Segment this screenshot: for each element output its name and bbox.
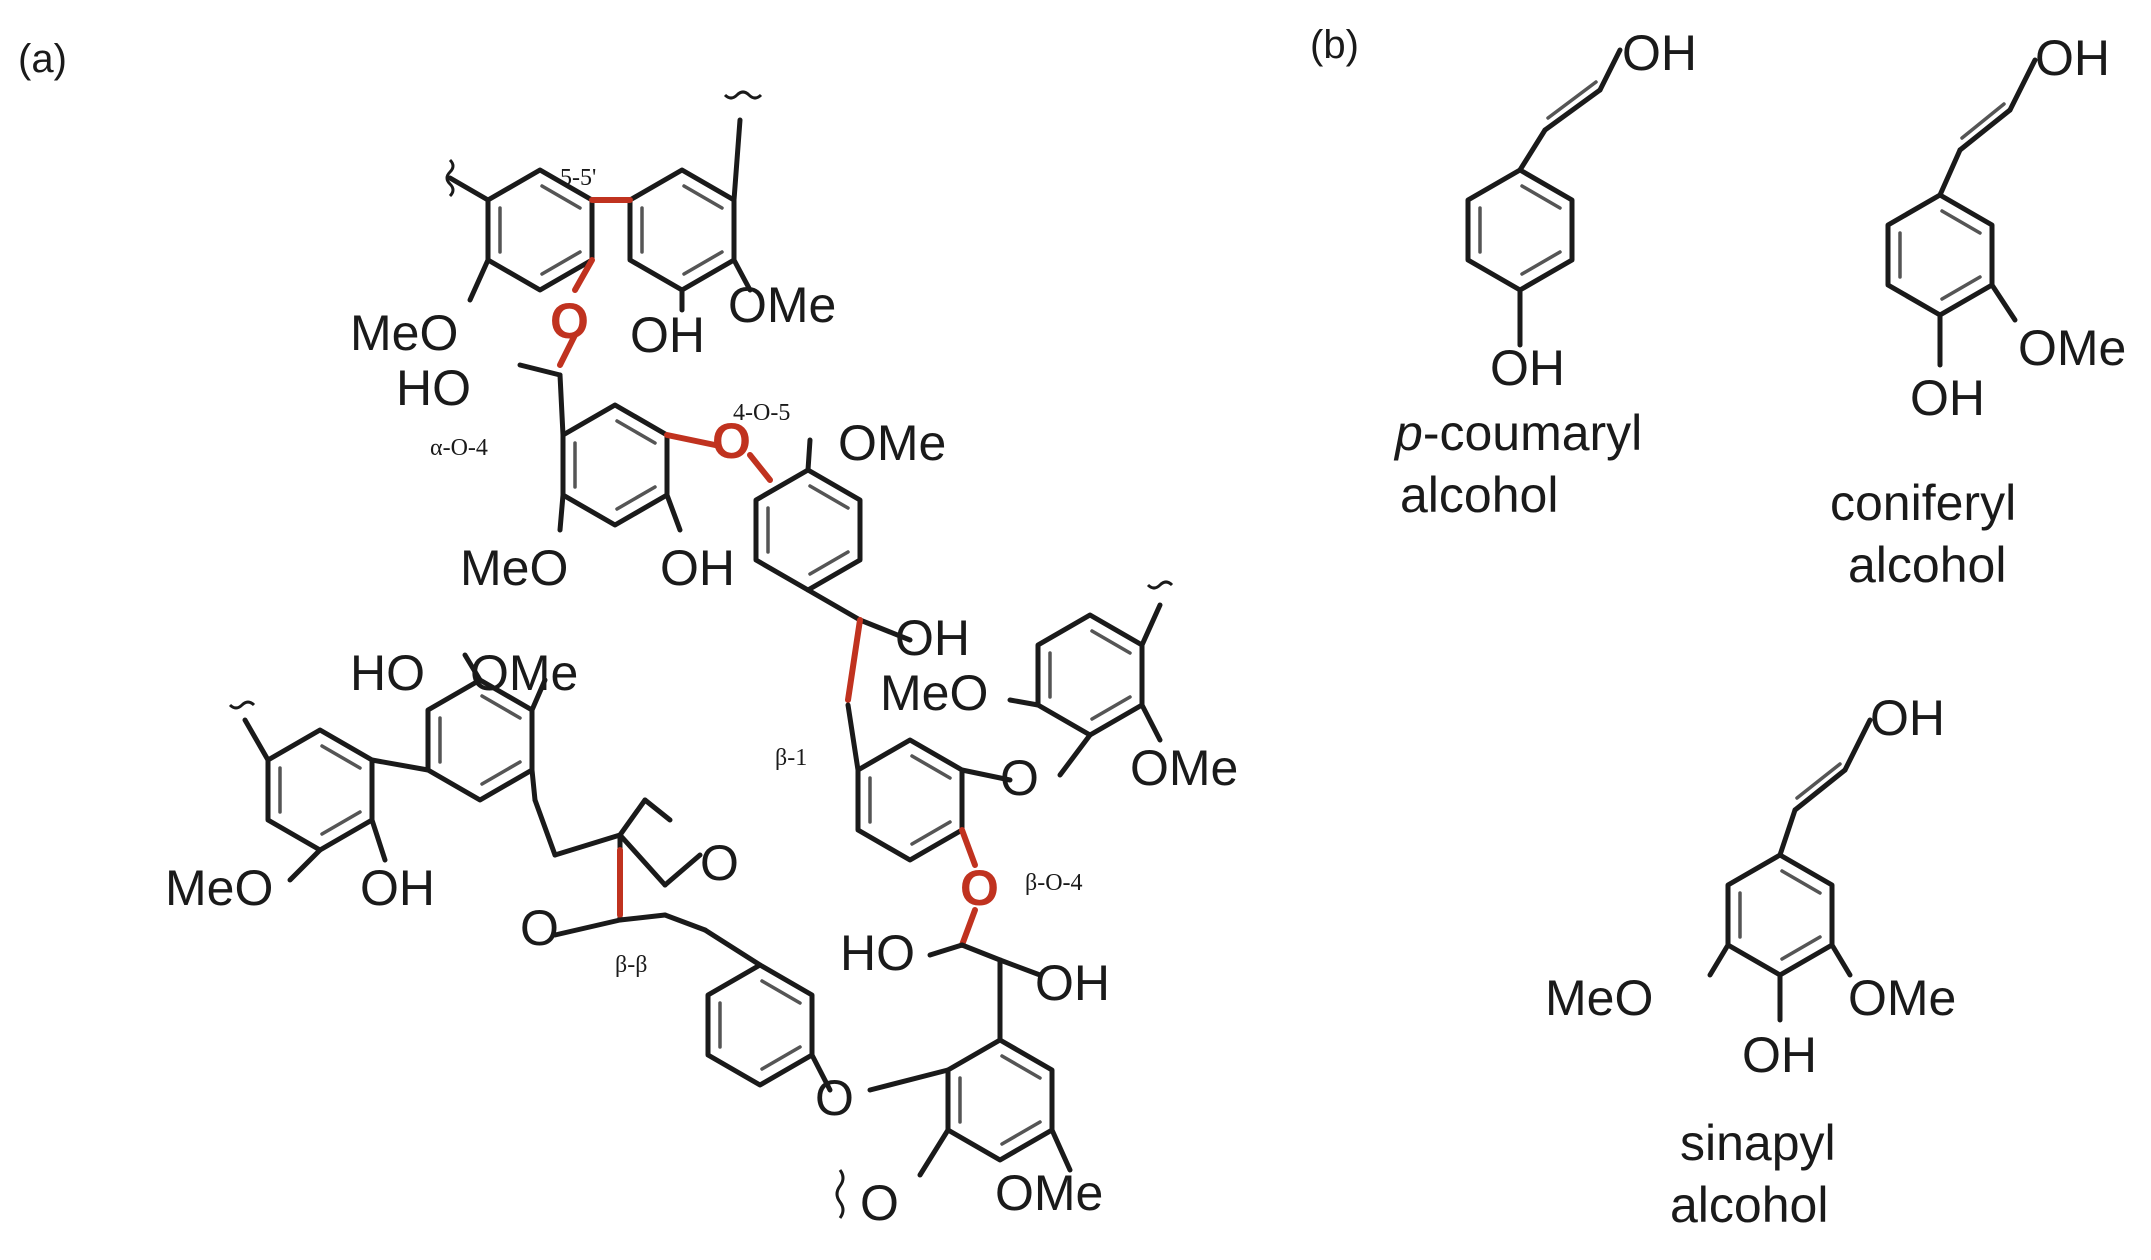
coniferyl-ome: OMe bbox=[2018, 320, 2126, 376]
label-o-1: O bbox=[1000, 750, 1039, 806]
lignin-polymer-structure: MeO O OH OMe HO 5-5' α-O-4 4-O-5 O OMe M… bbox=[165, 90, 1238, 1231]
svg-text:p-coumaryl: p-coumaryl bbox=[1393, 405, 1642, 461]
caption-coniferyl-alcohol: alcohol bbox=[1848, 537, 2006, 593]
ring-9 bbox=[228, 700, 388, 883]
sinapyl-oh-top: OH bbox=[1870, 690, 1945, 746]
label-ome-4: OMe bbox=[995, 1165, 1103, 1221]
label-ome-1: OMe bbox=[728, 277, 836, 333]
label-ome-5: OMe bbox=[470, 645, 578, 701]
label-o-2: O bbox=[815, 1070, 854, 1126]
caption-coniferyl: coniferyl bbox=[1830, 475, 2016, 531]
sinapyl-oh-bottom: OH bbox=[1742, 1027, 1817, 1083]
label-o-4: O bbox=[700, 835, 739, 891]
label-o-5: O bbox=[520, 900, 559, 956]
label-oh-5: OH bbox=[360, 860, 435, 916]
label-ho-2: HO bbox=[840, 925, 915, 981]
sinapyl-alcohol: OH MeO OMe OH sinapyl alcohol bbox=[1545, 690, 1956, 1233]
linkage-beta-beta: β-β bbox=[615, 952, 647, 978]
linkage-beta-1: β-1 bbox=[775, 745, 807, 771]
linkage-beta-o-4: β-O-4 bbox=[1025, 870, 1083, 896]
linkage-alpha-o-4: α-O-4 bbox=[430, 435, 488, 461]
label-ome-3: OMe bbox=[1130, 740, 1238, 796]
caption-coumaryl: -coumaryl bbox=[1423, 405, 1642, 461]
label-oh-2: OH bbox=[660, 540, 735, 596]
coniferyl-oh-bottom: OH bbox=[1910, 370, 1985, 426]
ring-10 bbox=[369, 652, 548, 803]
linkage-5-5: 5-5' bbox=[560, 165, 596, 191]
p-coumaryl-alcohol: OH OH p-coumaryl alcohol bbox=[1393, 25, 1697, 523]
label-o-3: O bbox=[860, 1175, 899, 1231]
ring-4 bbox=[753, 437, 913, 703]
label-oh-4: OH bbox=[1035, 955, 1110, 1011]
ring-5 bbox=[1007, 580, 1174, 778]
caption-sinapyl: sinapyl bbox=[1680, 1115, 1836, 1171]
ring-7 bbox=[835, 1037, 1073, 1219]
caption-sinapyl-alcohol: alcohol bbox=[1670, 1177, 1828, 1233]
panel-label-a: (a) bbox=[18, 37, 67, 81]
caption-p: p bbox=[1393, 405, 1423, 461]
label-ho-3: HO bbox=[350, 645, 425, 701]
ring-8 bbox=[702, 927, 833, 1093]
label-meo-2: MeO bbox=[460, 540, 568, 596]
furofuran bbox=[532, 797, 708, 938]
panel-label-b: (b) bbox=[1310, 23, 1359, 67]
label-o-beta-o-4: O bbox=[960, 860, 999, 916]
label-meo-4: MeO bbox=[165, 860, 273, 916]
ring-6 bbox=[845, 702, 1013, 948]
label-ho-1: HO bbox=[396, 360, 471, 416]
ring-3 bbox=[517, 362, 683, 533]
sinapyl-meo: MeO bbox=[1545, 970, 1653, 1026]
sinapyl-ome: OMe bbox=[1848, 970, 1956, 1026]
linkage-4-o-5: 4-O-5 bbox=[733, 400, 790, 426]
label-meo-1: MeO bbox=[350, 305, 458, 361]
label-o-4-o-5: O bbox=[712, 413, 751, 469]
label-ome-2: OMe bbox=[838, 415, 946, 471]
p-coumaryl-oh-top: OH bbox=[1622, 25, 1697, 81]
label-o-alpha-o-4: O bbox=[550, 293, 589, 349]
coniferyl-oh-top: OH bbox=[2035, 30, 2110, 86]
label-oh-3: OH bbox=[895, 610, 970, 666]
caption-p-coumaryl-alcohol: alcohol bbox=[1400, 467, 1558, 523]
p-coumaryl-oh-bottom: OH bbox=[1490, 340, 1565, 396]
label-oh-1: OH bbox=[630, 307, 705, 363]
label-meo-3: MeO bbox=[880, 665, 988, 721]
coniferyl-alcohol: OH OMe OH coniferyl alcohol bbox=[1830, 30, 2126, 593]
